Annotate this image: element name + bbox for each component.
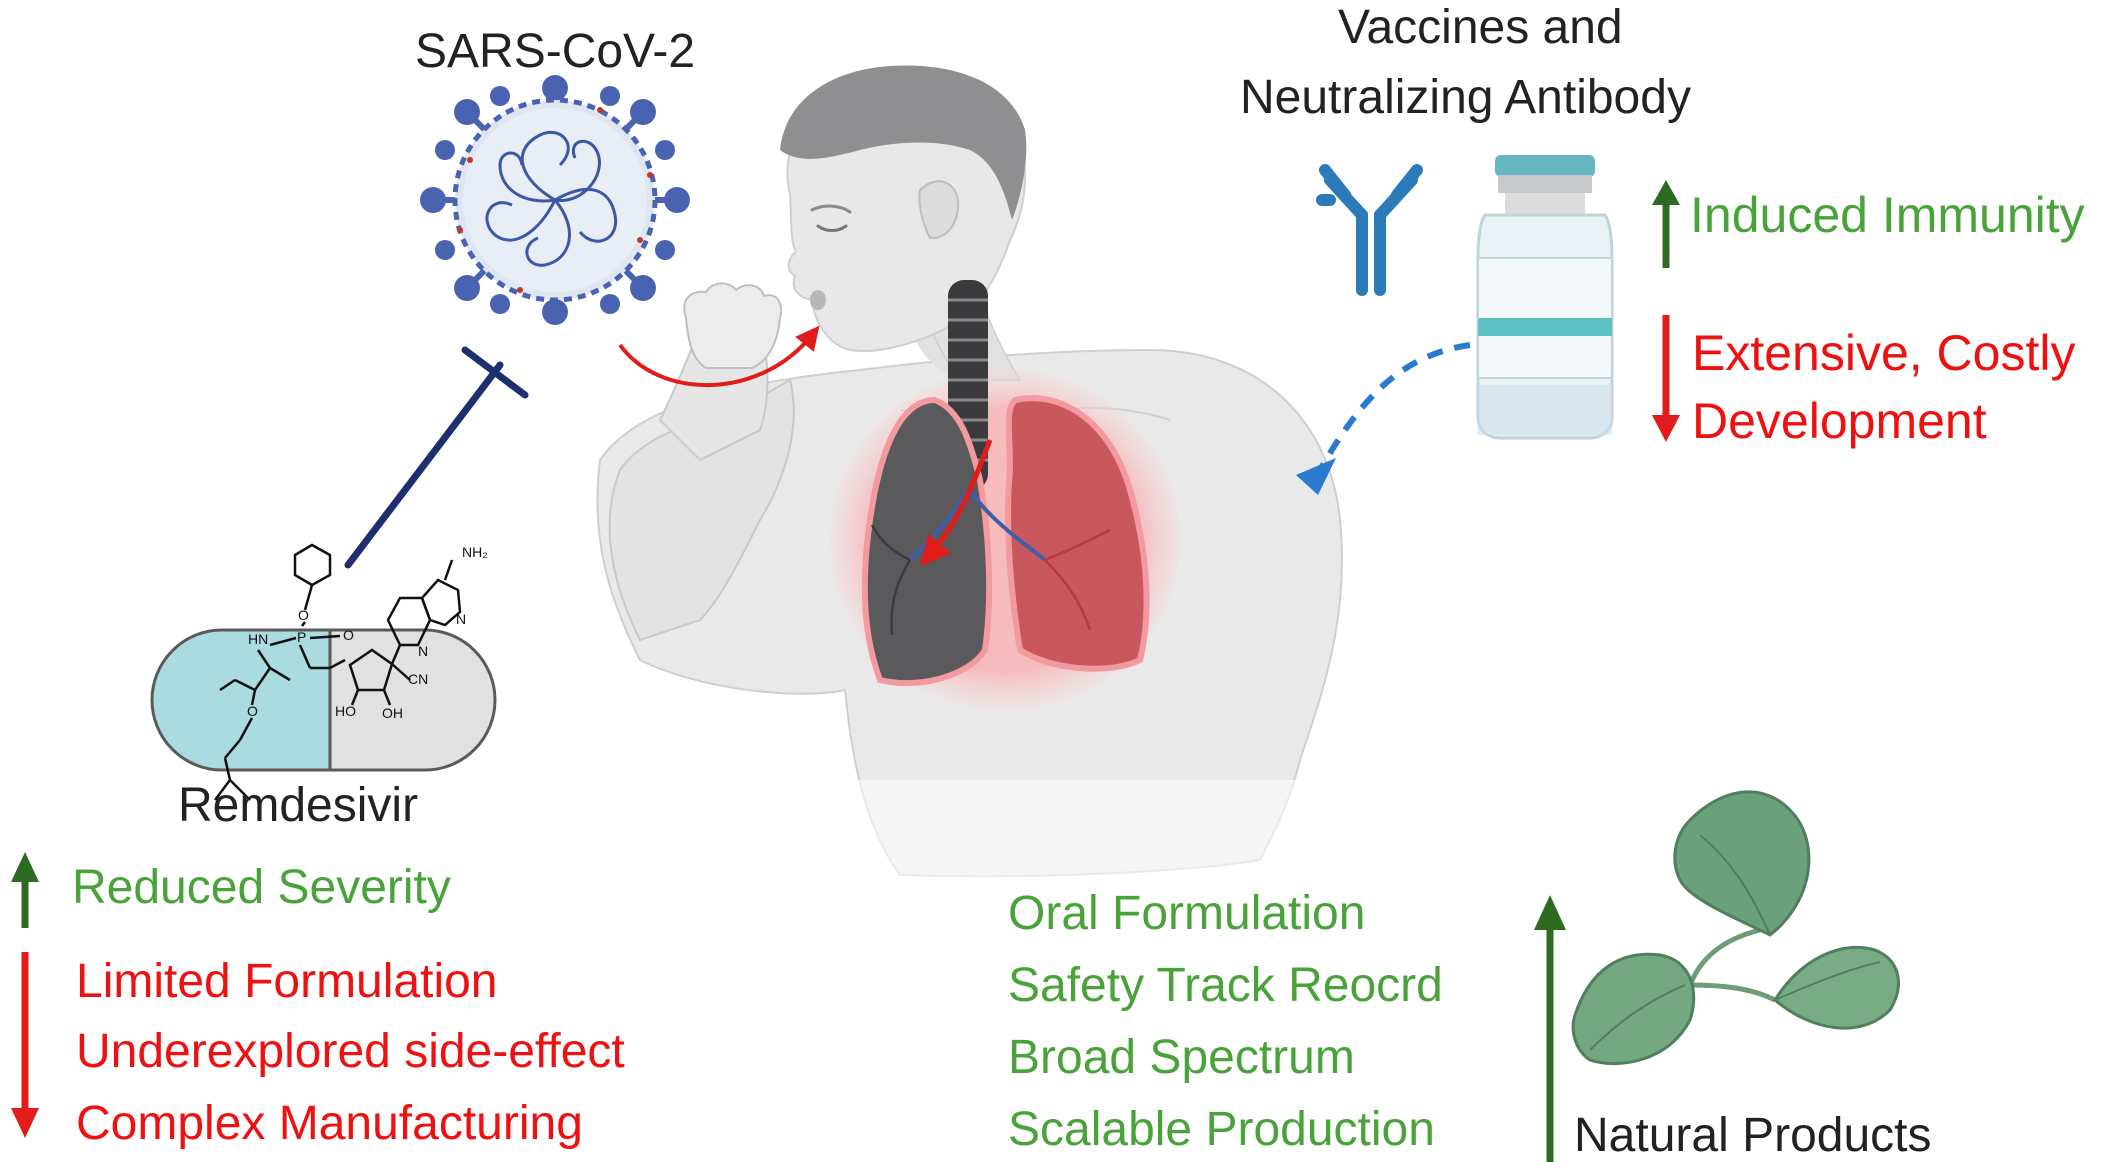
vaccine-vial-icon	[1476, 155, 1614, 440]
capsule-icon	[150, 628, 497, 772]
leaf-icon	[1571, 790, 1900, 1066]
structure-label-p: P	[297, 629, 307, 645]
structure-label-o-ester: O	[343, 627, 354, 643]
structure-label-o-phosphate: O	[298, 607, 309, 623]
vaccine-cons-down-arrow	[1652, 315, 1680, 442]
remdesivir-pros-up-arrow	[11, 852, 39, 928]
sars-cov-2-virus-icon	[420, 75, 690, 325]
natural-pro-item-1: Oral Formulation	[1008, 887, 1366, 940]
vaccines-label-line2: Neutralizing Antibody	[1240, 71, 1691, 124]
vaccine-delivery-arrow	[1317, 342, 1471, 472]
vaccine-delivery-arrowhead	[1296, 458, 1336, 495]
vaccine-pro-item: Induced Immunity	[1690, 187, 2085, 243]
inhibition-line	[344, 346, 529, 569]
vaccines-label-line1: Vaccines and	[1338, 1, 1623, 54]
structure-label-hn: HN	[248, 631, 269, 647]
vaccine-pros-up-arrow	[1652, 180, 1680, 268]
remdesivir-con-item-3: Complex Manufacturing	[76, 1097, 583, 1150]
remdesivir-label: Remdesivir	[178, 779, 419, 832]
natural-pro-item-4: Scalable Production	[1008, 1103, 1435, 1156]
remdesivir-cons-down-arrow	[11, 952, 39, 1138]
remdesivir-structure	[214, 543, 462, 801]
structure-label-nh2: NH₂	[462, 544, 488, 560]
structure-label-o-sugar: O	[247, 703, 258, 719]
vaccine-con-item-1: Extensive, Costly	[1692, 325, 2076, 381]
structure-label-n2: N	[456, 611, 467, 627]
remdesivir-con-item-1: Limited Formulation	[76, 955, 498, 1008]
structure-label-oh: OH	[382, 705, 403, 721]
structure-label-n1: N	[418, 643, 429, 659]
natural-pro-item-2: Safety Track Reocrd	[1008, 959, 1443, 1012]
inhale-arrow	[920, 439, 993, 567]
vaccine-con-item-2: Development	[1692, 393, 1987, 449]
natural-products-label: Natural Products	[1574, 1109, 1932, 1162]
remdesivir-con-item-2: Underexplored side-effect	[76, 1025, 625, 1078]
virus-label: SARS-CoV-2	[415, 25, 696, 78]
cough-arrow	[618, 325, 820, 387]
structure-label-cn: CN	[408, 671, 429, 687]
natural-products-up-arrow	[1534, 895, 1566, 1162]
natural-pro-item-3: Broad Spectrum	[1008, 1031, 1355, 1084]
structure-label-ho: HO	[335, 703, 356, 719]
remdesivir-pro-item: Reduced Severity	[72, 861, 451, 914]
antibody-icon	[1316, 164, 1423, 296]
